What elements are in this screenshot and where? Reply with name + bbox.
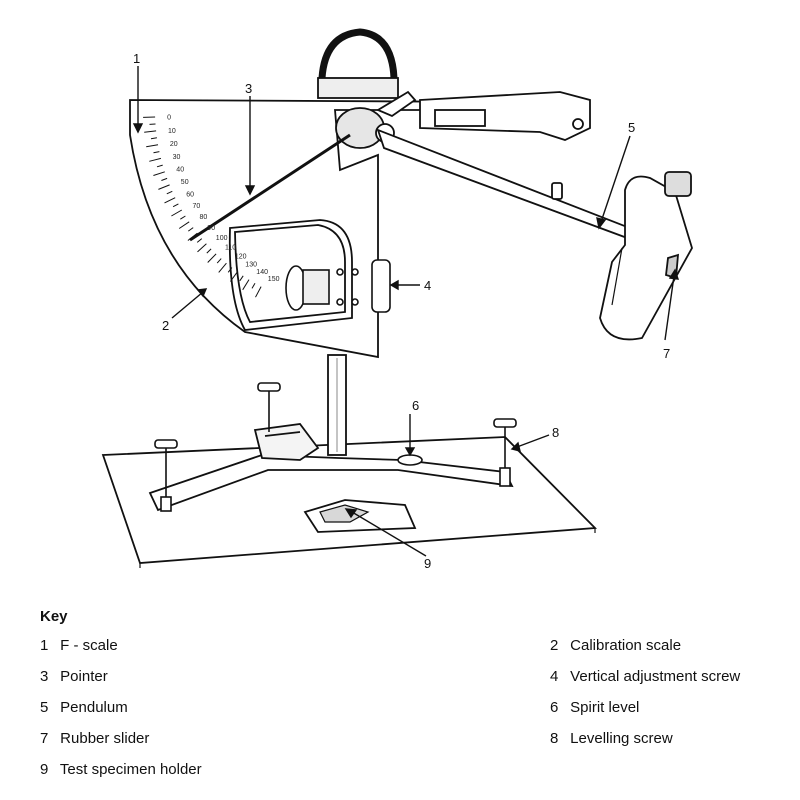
key-num: 4 xyxy=(550,668,559,685)
scale-tick xyxy=(161,177,168,181)
key-label: Test specimen holder xyxy=(59,761,202,778)
scale-tick xyxy=(207,253,217,263)
key-item-5: 5 Pendulum xyxy=(40,699,550,717)
scale-label: 110 xyxy=(225,245,236,252)
scale-tick xyxy=(153,171,165,176)
scale-label: 40 xyxy=(176,167,184,174)
callout-7: 7 xyxy=(663,346,670,361)
key-label: Levelling screw xyxy=(570,730,673,747)
callout-1: 1 xyxy=(133,51,140,66)
scale-tick xyxy=(255,286,262,298)
key-item-3: 3 Pointer xyxy=(40,668,550,686)
scale-tick xyxy=(218,262,227,273)
scale-label: 100 xyxy=(216,235,228,242)
levelling-screws xyxy=(154,382,517,512)
scale-tick xyxy=(172,203,179,208)
scale-tick xyxy=(153,151,160,154)
tripod-frame xyxy=(148,423,514,512)
scale-tick xyxy=(146,144,159,148)
key-label: F - scale xyxy=(60,637,118,654)
scale-label: 0 xyxy=(167,115,171,122)
scale-label: 60 xyxy=(186,191,194,198)
scale-tick xyxy=(164,197,176,204)
scale-tick xyxy=(196,238,203,243)
key-item-2: 2 Calibration scale xyxy=(550,637,780,655)
callout-8: 8 xyxy=(552,425,559,440)
scale-tick xyxy=(180,215,186,220)
scale-ticks xyxy=(143,116,262,298)
scale-tick xyxy=(150,137,157,140)
key-list: 1 F - scale 2 Calibration scale 3 Pointe… xyxy=(40,637,780,779)
key-title: Key xyxy=(40,608,68,625)
scale-tick xyxy=(188,227,194,232)
scale-label: 150 xyxy=(268,276,280,283)
scale-tick xyxy=(242,279,250,291)
vertical-adjustment-screw xyxy=(285,259,391,313)
pointer xyxy=(189,133,351,242)
instrument-body xyxy=(129,99,511,359)
key-num: 8 xyxy=(550,730,559,747)
key-item-1: 1 F - scale xyxy=(40,637,550,655)
key-item-8: 8 Levelling screw xyxy=(550,730,780,748)
scale-label: 90 xyxy=(207,225,215,232)
key-num: 7 xyxy=(40,730,49,747)
scale-label: 30 xyxy=(173,154,181,161)
key-item-4: 4 Vertical adjustment screw xyxy=(550,668,780,686)
scale-label: 140 xyxy=(256,269,268,276)
column xyxy=(327,354,347,456)
scale-tick xyxy=(229,271,238,282)
scale-label: 20 xyxy=(170,141,178,148)
key-num: 1 xyxy=(40,637,49,654)
key-label: Pendulum xyxy=(60,699,128,716)
key-label: Rubber slider xyxy=(60,730,150,747)
callout-2: 2 xyxy=(162,318,169,333)
scale-tick xyxy=(158,184,170,190)
callout-9: 9 xyxy=(424,556,431,571)
scale-tick xyxy=(227,267,233,273)
scale-label: 70 xyxy=(193,203,201,210)
key-label: Pointer xyxy=(60,668,108,685)
key-item-7: 7 Rubber slider xyxy=(40,730,550,748)
key-item-6: 6 Spirit level xyxy=(550,699,780,717)
scale-label: 130 xyxy=(245,262,257,269)
callout-6: 6 xyxy=(412,398,419,413)
key-num: 9 xyxy=(40,761,49,778)
scale-label: 120 xyxy=(235,254,247,261)
instrument-head xyxy=(317,28,591,149)
scale-label: 50 xyxy=(181,179,189,186)
scale-tick xyxy=(187,232,198,241)
scale-tick xyxy=(166,190,173,195)
scale-label: 80 xyxy=(200,214,208,221)
key-num: 6 xyxy=(550,699,559,716)
key-num: 3 xyxy=(40,668,49,685)
spirit-level xyxy=(397,454,423,466)
key-num: 2 xyxy=(550,637,559,654)
callout-4: 4 xyxy=(424,278,431,293)
scale-tick xyxy=(251,282,256,289)
scale-tick xyxy=(149,157,162,162)
scale-tick xyxy=(171,209,183,217)
callout-leaders xyxy=(132,66,680,557)
callout-5: 5 xyxy=(628,120,635,135)
key-item-9: 9 Test specimen holder xyxy=(40,761,550,779)
key-label: Vertical adjustment screw xyxy=(570,668,741,685)
scale-tick xyxy=(178,221,190,229)
scale-tick xyxy=(144,130,157,133)
scale-tick xyxy=(156,164,163,168)
key-legend: Key 1 F - scale 2 Calibration scale 3 Po… xyxy=(40,608,780,779)
pendulum xyxy=(376,128,693,341)
scale-label: 10 xyxy=(168,128,176,135)
scale-tick xyxy=(239,275,244,282)
scale-tick xyxy=(206,248,212,254)
key-num: 5 xyxy=(40,699,49,716)
scale-tick xyxy=(197,243,207,253)
callout-3: 3 xyxy=(245,81,252,96)
key-label: Calibration scale xyxy=(570,637,682,654)
key-label: Spirit level xyxy=(570,699,640,716)
scale-tick xyxy=(216,258,222,264)
